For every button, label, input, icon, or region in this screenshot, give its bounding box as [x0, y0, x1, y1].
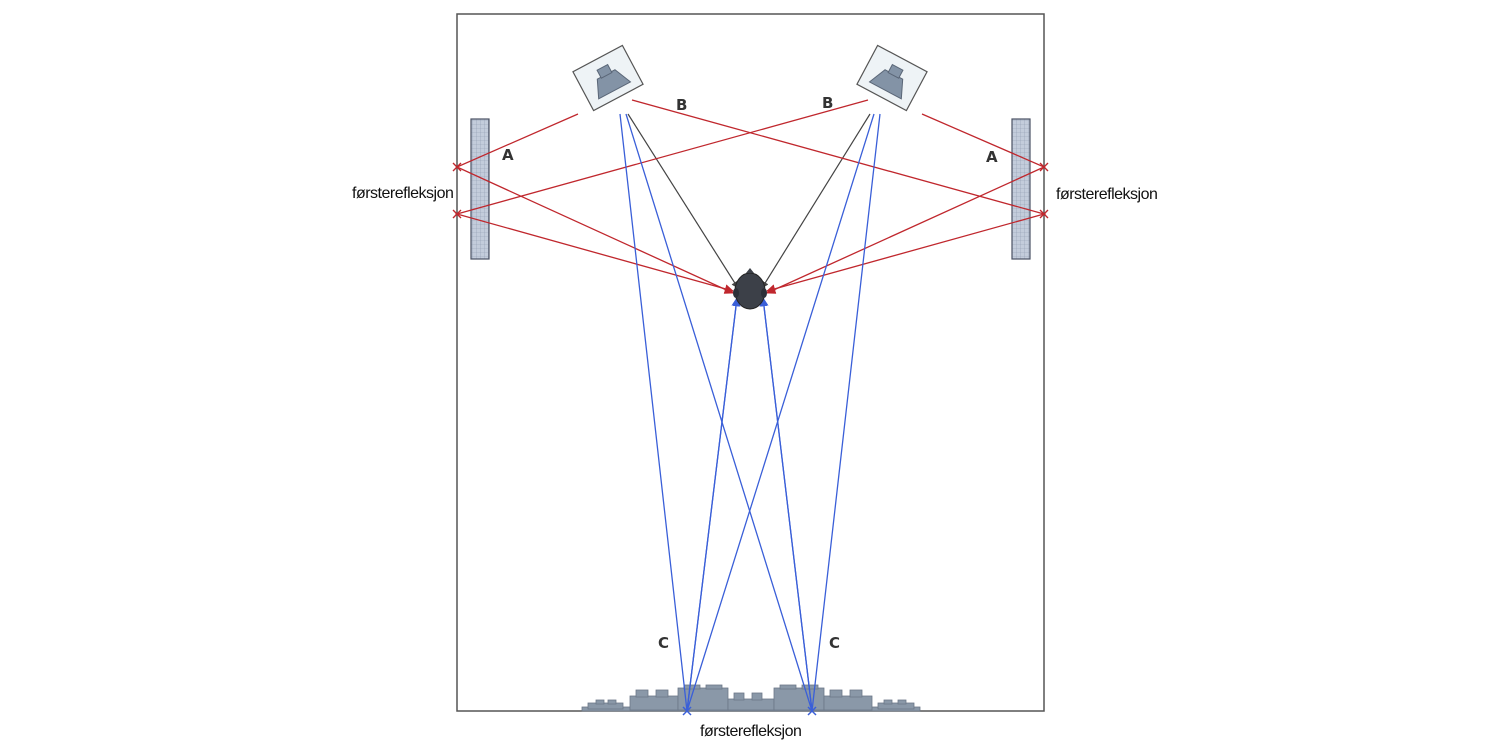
label-b-right: B	[822, 94, 833, 112]
speaker-left-icon	[572, 44, 644, 112]
direct-sound-right	[761, 113, 871, 289]
label-c-left: C	[658, 634, 669, 652]
direct-sound-left	[627, 113, 739, 289]
absorber-panel-left-icon	[470, 118, 490, 260]
first-reflection-label-right: førsterefleksjon	[1056, 186, 1157, 203]
listener-head-icon	[733, 268, 767, 310]
side-reflection-point-x-icons	[452, 162, 1049, 219]
label-c-right: C	[829, 634, 840, 652]
side-reflection-paths	[454, 99, 1047, 294]
front-reflection-paths	[619, 113, 881, 712]
front-reflection-point-x-icons	[682, 706, 817, 716]
front-equipment	[581, 684, 921, 712]
absorber-panel-right-icon	[1011, 118, 1031, 260]
speaker-right-icon	[856, 44, 928, 112]
first-reflection-label-left: førsterefleksjon	[352, 185, 453, 202]
label-a-left: A	[502, 146, 514, 164]
room-outline	[456, 13, 1045, 712]
label-a-right: A	[986, 148, 998, 166]
first-reflection-label-bottom: førsterefleksjon	[700, 723, 801, 740]
label-b-left: B	[676, 96, 687, 114]
